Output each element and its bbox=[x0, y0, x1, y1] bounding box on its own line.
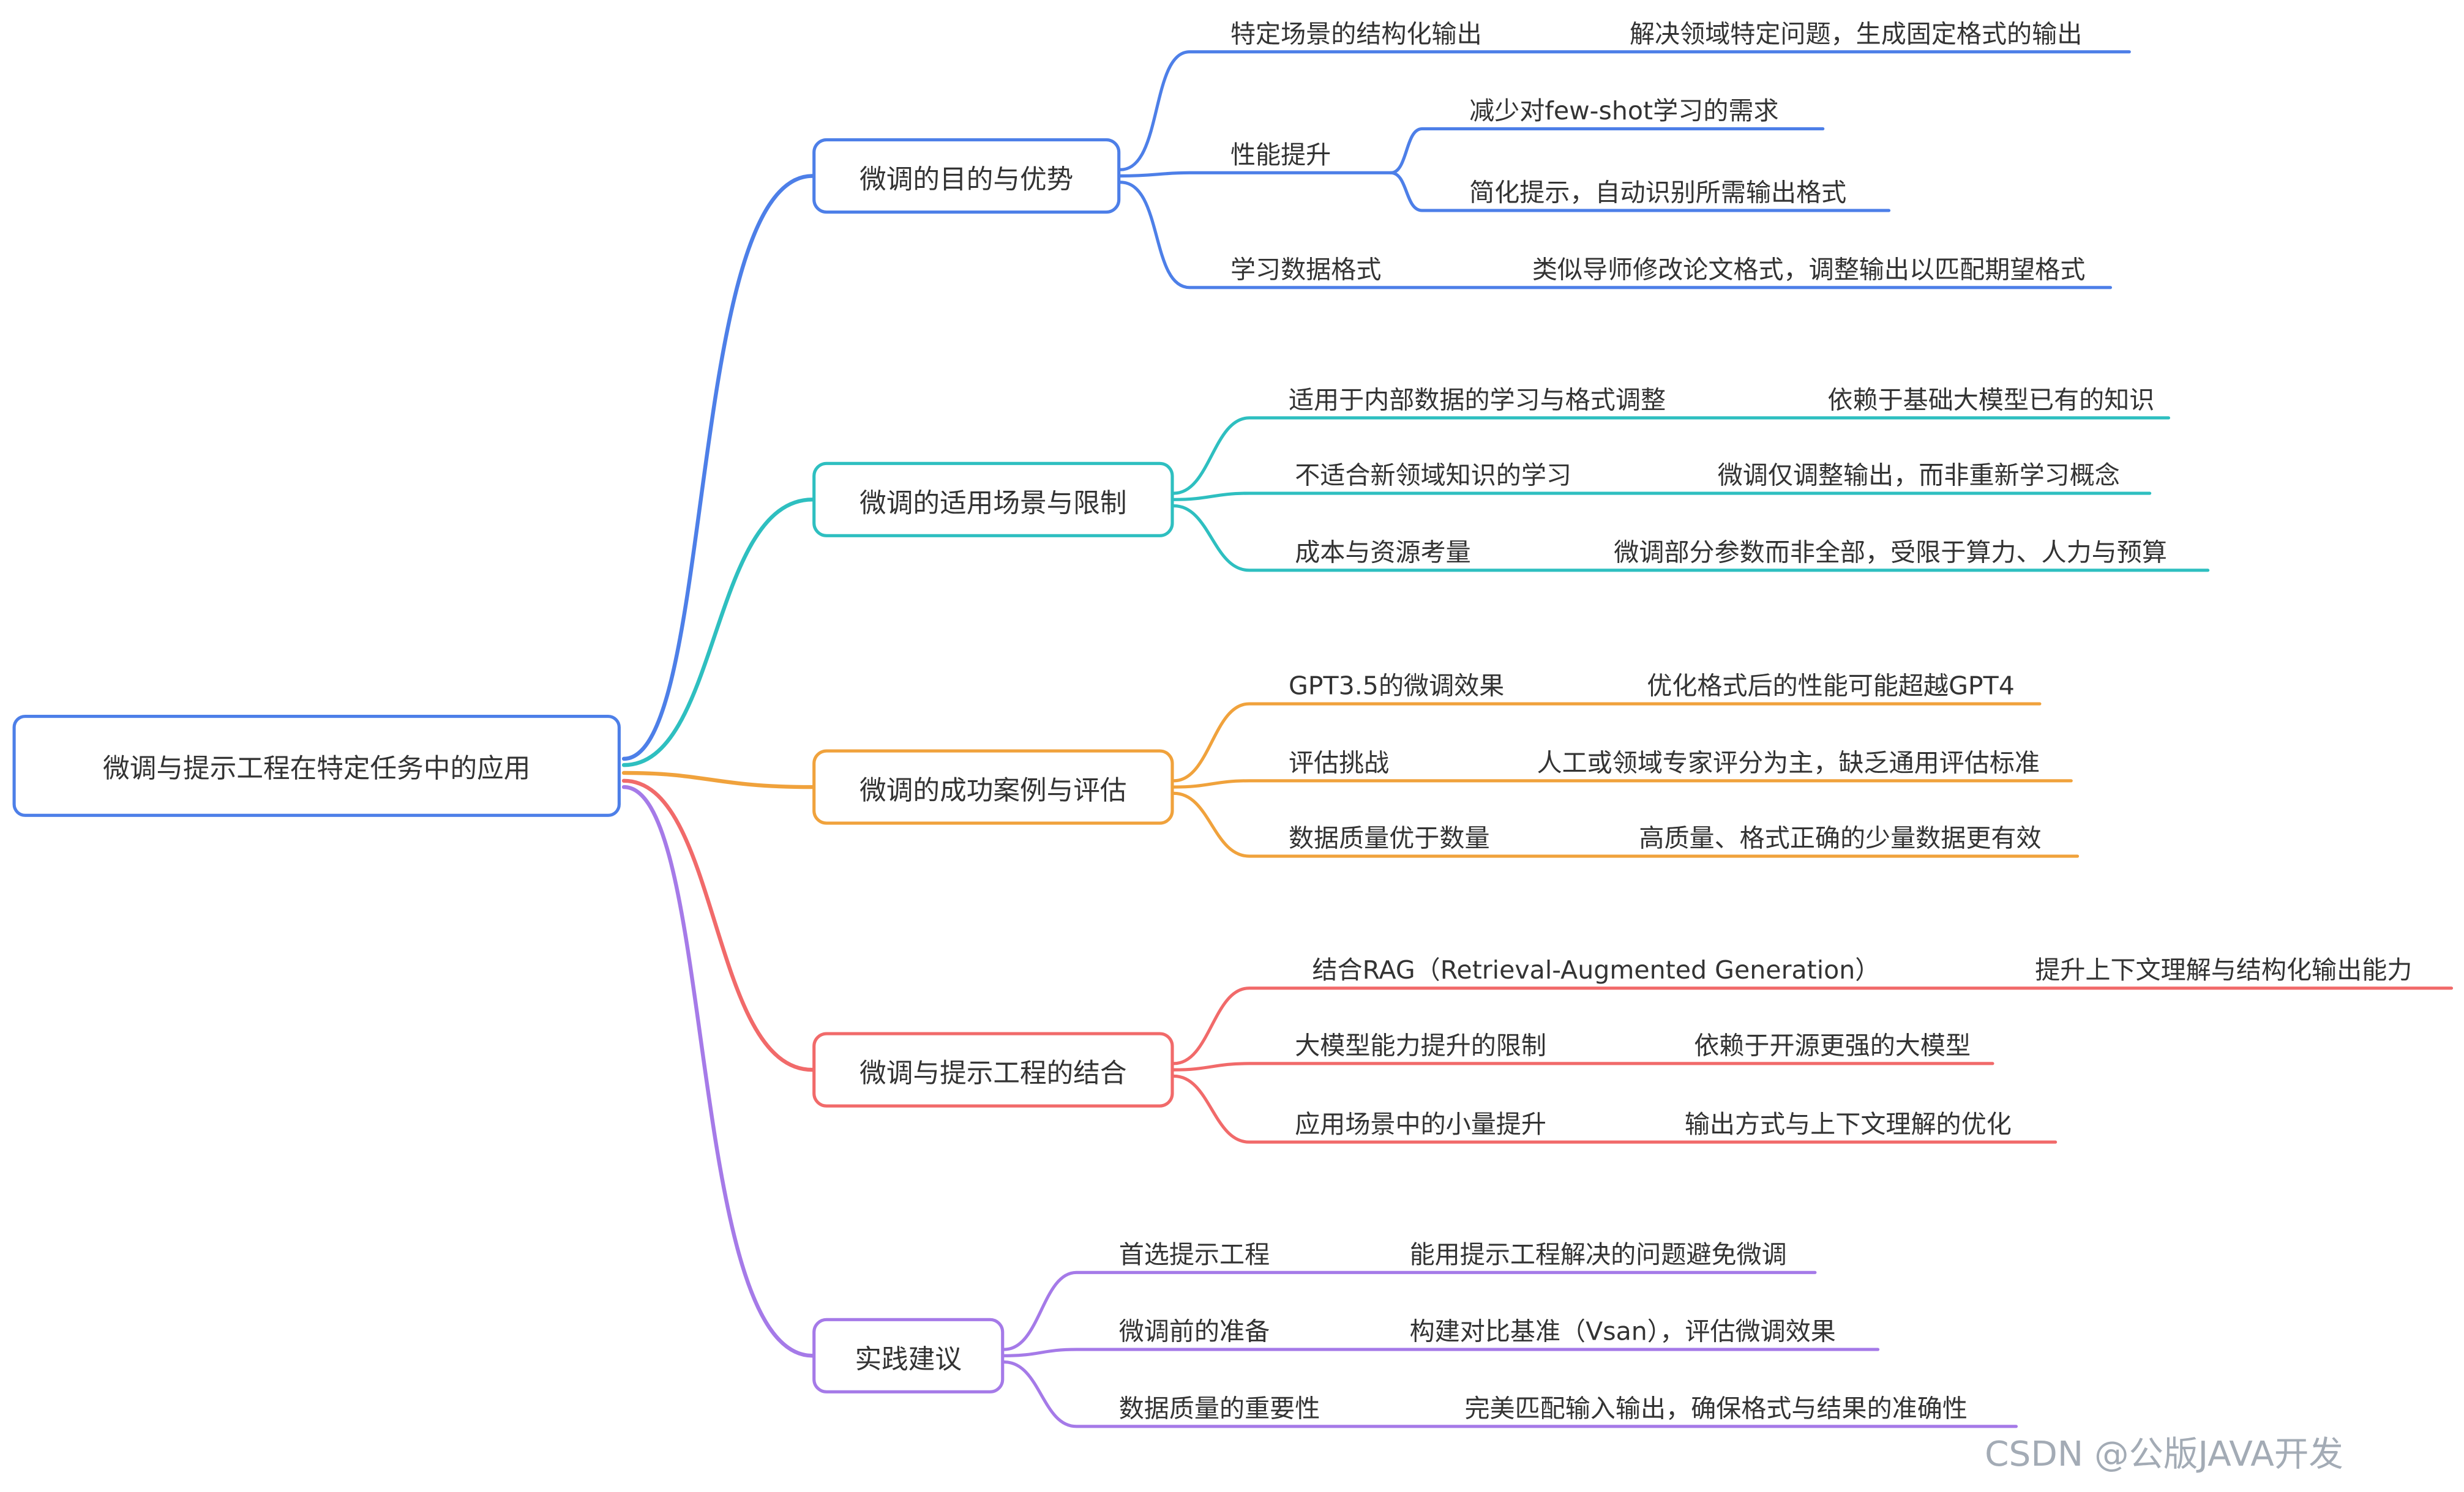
branch-cases-connectors bbox=[1172, 702, 2080, 858]
csdn-watermark: CSDN @公版JAVA开发 bbox=[1985, 1436, 2343, 1475]
leaf-child-label[interactable]: 构建对比基准（Vsan），评估微调效果 bbox=[1409, 1316, 1836, 1346]
branch-node-scenarios[interactable]: 微调的适用场景与限制 bbox=[812, 461, 1174, 537]
leaf-label[interactable]: 不适合新领域知识的学习 bbox=[1295, 460, 1572, 490]
leaf-child-label[interactable]: 简化提示，自动识别所需输出格式 bbox=[1469, 177, 1847, 207]
branch-node-purpose[interactable]: 微调的目的与优势 bbox=[812, 138, 1121, 214]
leaf-label[interactable]: 应用场景中的小量提升 bbox=[1295, 1109, 1546, 1140]
root-connectors bbox=[621, 174, 815, 1358]
leaf-label[interactable]: 数据质量优于数量 bbox=[1288, 823, 1490, 853]
leaf-label[interactable]: 性能提升 bbox=[1230, 140, 1331, 170]
branch-node-cases[interactable]: 微调的成功案例与评估 bbox=[812, 749, 1174, 825]
root-label: 微调与提示工程在特定任务中的应用 bbox=[103, 754, 531, 786]
leaf-child-label[interactable]: 微调部分参数而非全部，受限于算力、人力与预算 bbox=[1614, 537, 2167, 567]
branch-label: 微调的适用场景与限制 bbox=[859, 488, 1127, 520]
branch-label: 微调的成功案例与评估 bbox=[859, 775, 1127, 807]
branch-scenarios-connectors bbox=[1172, 416, 2210, 572]
leaf-child-label[interactable]: 微调仅调整输出，而非重新学习概念 bbox=[1717, 460, 2120, 490]
branch-node-combination[interactable]: 微调与提示工程的结合 bbox=[812, 1032, 1174, 1108]
leaf-child-label[interactable]: 解决领域特定问题，生成固定格式的输出 bbox=[1629, 18, 2083, 49]
leaf-child-label[interactable]: 减少对few-shot学习的需求 bbox=[1469, 95, 1779, 126]
leaf-label[interactable]: 首选提示工程 bbox=[1118, 1239, 1270, 1270]
leaf-label[interactable]: 成本与资源考量 bbox=[1295, 537, 1471, 567]
leaf-label[interactable]: 特定场景的结构化输出 bbox=[1230, 18, 1482, 49]
leaf-child-label[interactable]: 提升上下文理解与结构化输出能力 bbox=[2035, 955, 2413, 985]
leaf-label[interactable]: 微调前的准备 bbox=[1118, 1316, 1270, 1346]
branch-combination-connectors bbox=[1172, 987, 2454, 1144]
leaf-child-label[interactable]: 依赖于开源更强的大模型 bbox=[1694, 1030, 1971, 1061]
leaf-child-label[interactable]: 能用提示工程解决的问题避免微调 bbox=[1409, 1239, 1787, 1270]
branch-label: 微调与提示工程的结合 bbox=[859, 1057, 1127, 1090]
leaf-child-label[interactable]: 高质量、格式正确的少量数据更有效 bbox=[1639, 823, 2042, 853]
leaf-child-label[interactable]: 优化格式后的性能可能超越GPT4 bbox=[1647, 671, 2015, 701]
leaf-child-label[interactable]: 完美匹配输入输出，确保格式与结果的准确性 bbox=[1464, 1393, 1968, 1423]
branch-label: 微调的目的与优势 bbox=[859, 164, 1074, 196]
branch-purpose-connectors bbox=[1118, 50, 2131, 289]
leaf-label[interactable]: GPT3.5的微调效果 bbox=[1288, 671, 1505, 701]
leaf-label[interactable]: 适用于内部数据的学习与格式调整 bbox=[1288, 384, 1666, 415]
leaf-label[interactable]: 学习数据格式 bbox=[1230, 254, 1382, 285]
leaf-label[interactable]: 数据质量的重要性 bbox=[1118, 1393, 1320, 1423]
leaf-label[interactable]: 大模型能力提升的限制 bbox=[1295, 1030, 1546, 1061]
branch-label: 实践建议 bbox=[855, 1344, 962, 1376]
leaf-child-label[interactable]: 人工或领域专家评分为主，缺乏通用评估标准 bbox=[1537, 747, 2040, 778]
leaf-child-label[interactable]: 类似导师修改论文格式，调整输出以匹配期望格式 bbox=[1532, 254, 2086, 285]
branch-practice-connectors bbox=[1002, 1270, 2018, 1428]
root-node[interactable]: 微调与提示工程在特定任务中的应用 bbox=[12, 714, 621, 817]
leaf-child-label[interactable]: 输出方式与上下文理解的优化 bbox=[1684, 1109, 2012, 1140]
leaf-child-label[interactable]: 依赖于基础大模型已有的知识 bbox=[1827, 384, 2155, 415]
leaf-label[interactable]: 评估挑战 bbox=[1288, 747, 1390, 778]
branch-node-practice[interactable]: 实践建议 bbox=[812, 1318, 1005, 1393]
leaf-label[interactable]: 结合RAG（Retrieval-Augmented Generation） bbox=[1312, 955, 1881, 985]
